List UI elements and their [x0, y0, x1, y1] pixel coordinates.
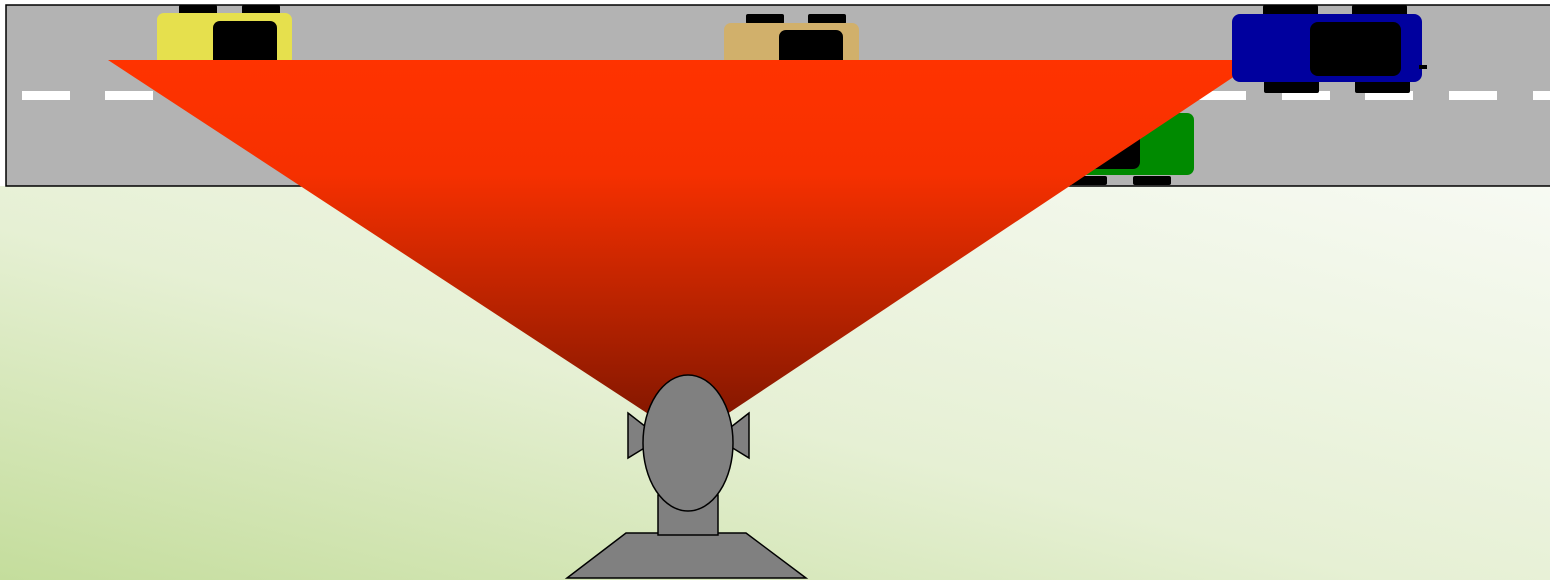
- car-mirror: [1419, 65, 1427, 69]
- wheel-icon: [746, 14, 784, 24]
- observer-head-icon: [643, 375, 733, 511]
- lane-dash: [105, 91, 153, 100]
- wheel-icon: [808, 14, 846, 24]
- wheel-icon: [1133, 176, 1171, 185]
- lane-dash: [22, 91, 70, 100]
- car-window: [1310, 22, 1401, 76]
- lane-dash: [1533, 91, 1550, 100]
- lane-dash: [1449, 91, 1497, 100]
- blue-car: [1232, 5, 1427, 93]
